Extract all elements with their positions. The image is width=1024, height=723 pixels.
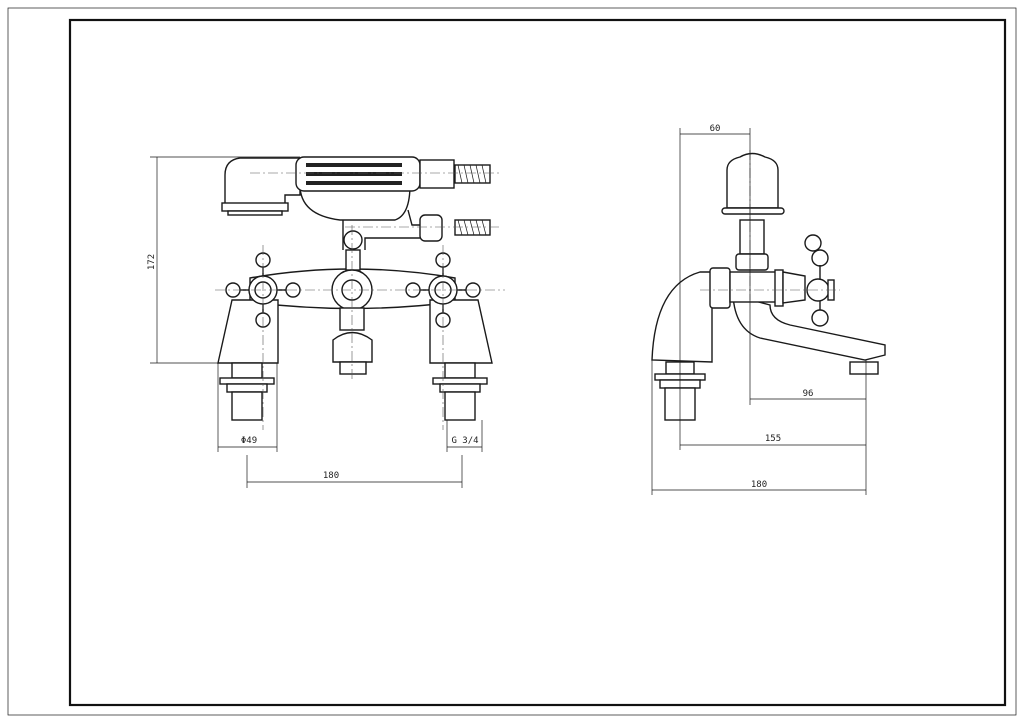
dim-height: 172 — [147, 156, 300, 364]
hose-lower — [454, 219, 491, 236]
drawing-frame — [68, 18, 1007, 707]
dim-offset: 60 — [679, 124, 751, 450]
right-shank-assembly — [432, 362, 488, 421]
left-cross-handle — [225, 252, 301, 328]
right-leg — [429, 299, 493, 364]
side-leg — [651, 271, 713, 363]
dim-centers-label: 180 — [323, 471, 339, 481]
hose-connector-lower — [419, 214, 443, 242]
dim-centers: 180 — [246, 455, 463, 488]
valve-head — [782, 271, 806, 304]
spout-outlet — [339, 361, 367, 375]
right-shank — [444, 391, 476, 421]
shower-head-side-rim — [721, 207, 785, 215]
dim-spout-reach-label: 96 — [803, 389, 814, 399]
dim-base-diameter: Φ49 — [217, 363, 278, 452]
handle-groove — [306, 181, 402, 185]
cradle-support — [342, 209, 420, 250]
left-shank-assembly — [219, 362, 275, 421]
sheet-border — [7, 7, 1017, 716]
dim-overall-depth-label: 180 — [751, 480, 767, 490]
body-coupling — [709, 267, 731, 309]
dim-base-diameter-label: Φ49 — [241, 436, 257, 446]
dim-offset-label: 60 — [710, 124, 721, 134]
dim-spout-reach: 96 — [750, 360, 867, 495]
diverter-stem — [345, 249, 361, 271]
left-shank — [231, 391, 263, 421]
spout-aerator — [849, 361, 879, 375]
riser-nut — [735, 253, 769, 271]
shower-head-rim — [221, 202, 289, 212]
hose-upper — [454, 164, 491, 184]
dim-projection-label: 155 — [765, 434, 781, 444]
bath-spout — [732, 294, 886, 361]
side-body — [729, 271, 779, 303]
riser-stem — [739, 219, 765, 255]
dim-thread: G 3/4 — [446, 420, 483, 452]
shower-cradle — [299, 184, 411, 221]
center-spout — [332, 331, 373, 363]
dim-overall-depth: 180 — [651, 360, 866, 495]
shower-head-side — [726, 152, 779, 209]
side-cross-handle — [804, 234, 835, 327]
shower-head — [224, 157, 301, 206]
diverter-knob — [343, 230, 363, 250]
hose-connector-upper — [419, 159, 455, 189]
dim-thread-label: G 3/4 — [451, 436, 478, 446]
front-view: 172 Φ49 G 3/4 180 — [147, 156, 505, 488]
side-view: 60 96 155 180 — [651, 124, 886, 495]
handle-groove — [306, 172, 402, 176]
shower-head-face — [227, 210, 283, 216]
left-leg — [217, 299, 279, 364]
dim-height-label: 172 — [147, 254, 157, 270]
hose-outlet-pipe — [364, 237, 420, 250]
handle-groove — [306, 163, 402, 167]
center-lines — [215, 172, 505, 430]
valve-collar — [774, 269, 784, 307]
dim-projection: 155 — [680, 434, 866, 446]
